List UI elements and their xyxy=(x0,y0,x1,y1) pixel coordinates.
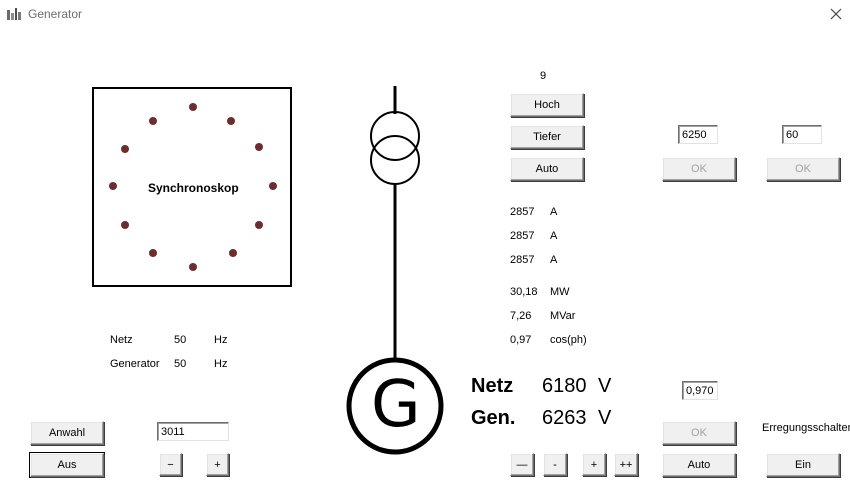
second-setpoint-input[interactable] xyxy=(782,125,822,144)
selection-plus-button[interactable]: + xyxy=(206,453,229,476)
excitation-ok-button[interactable]: OK xyxy=(662,421,736,445)
excitation-input[interactable] xyxy=(682,381,718,400)
generator-frequency-value: 50 xyxy=(174,358,187,370)
synchroscope-dot xyxy=(121,145,129,153)
synchroscope-panel xyxy=(92,87,292,287)
current-l2-value: 2857 xyxy=(510,230,535,242)
tap-auto-button[interactable]: Auto xyxy=(510,157,584,181)
excitation-auto-button[interactable]: Auto xyxy=(662,453,736,477)
synchroscope-dot xyxy=(189,103,197,111)
netz-frequency-label: Netz xyxy=(110,334,133,346)
selection-minus-button[interactable]: − xyxy=(159,453,182,476)
synchroscope-dot xyxy=(149,249,157,257)
voltage-setpoint-ok-button[interactable]: OK xyxy=(662,157,736,181)
generator-symbol: G xyxy=(371,368,421,442)
transformer-primary-winding xyxy=(370,111,420,161)
synchroscope-dot xyxy=(255,143,263,151)
selection-input[interactable] xyxy=(157,422,229,441)
power-factor-value: 0,97 xyxy=(510,334,532,346)
generator-app-icon xyxy=(7,8,21,20)
gen-voltage-value: 6263 xyxy=(542,407,587,429)
tap-position-value: 9 xyxy=(540,70,547,82)
generator-circle xyxy=(346,357,444,455)
synchroscope-dot xyxy=(189,263,197,271)
voltage-setpoint-input[interactable] xyxy=(678,125,718,144)
tiefer-button[interactable]: Tiefer xyxy=(510,125,584,149)
synchroscope-dot xyxy=(229,249,237,257)
netz-voltage-value: 6180 xyxy=(542,375,587,397)
netz-frequency-value: 50 xyxy=(174,334,187,346)
gen-voltage-label: Gen. xyxy=(471,407,516,429)
reactive-power-value: 7,26 xyxy=(510,310,532,322)
window-title: Generator xyxy=(28,7,83,21)
synchroscope-label: Synchronoskop xyxy=(148,181,239,195)
power-factor-unit: cos(ph) xyxy=(550,334,587,346)
current-l1-unit: A xyxy=(550,206,558,218)
synchroscope-dot xyxy=(255,221,263,229)
power-fast-up-button[interactable]: ++ xyxy=(614,453,638,476)
second-setpoint-ok-button[interactable]: OK xyxy=(766,157,840,181)
gen-voltage-unit: V xyxy=(598,407,612,429)
synchroscope-dot xyxy=(269,182,277,190)
synchroscope-dot xyxy=(227,117,235,125)
current-l2-unit: A xyxy=(550,230,558,242)
reactive-power-unit: MVar xyxy=(550,310,576,322)
anwahl-button[interactable]: Anwahl xyxy=(30,421,104,445)
synchroscope-dot xyxy=(121,221,129,229)
single-line-diagram xyxy=(346,86,444,455)
power-up-button[interactable]: + xyxy=(582,453,606,476)
erregungsschalter-label: Erregungsschalter xyxy=(762,422,850,434)
synchroscope-dot xyxy=(149,117,157,125)
netz-voltage-label: Netz xyxy=(471,375,514,397)
generator-frequency-label: Generator xyxy=(110,358,160,370)
synchroscope-dot xyxy=(109,182,117,190)
close-icon[interactable] xyxy=(826,4,846,24)
hoch-button[interactable]: Hoch xyxy=(510,93,584,117)
current-l1-value: 2857 xyxy=(510,206,535,218)
aus-button[interactable]: Aus xyxy=(30,453,104,477)
netz-voltage-unit: V xyxy=(598,375,612,397)
generator-frequency-unit: Hz xyxy=(214,358,228,370)
active-power-unit: MW xyxy=(550,286,570,298)
current-l3-value: 2857 xyxy=(510,254,535,266)
power-down-button[interactable]: - xyxy=(543,453,567,476)
excitation-ein-button[interactable]: Ein xyxy=(766,453,840,477)
current-l3-unit: A xyxy=(550,254,558,266)
active-power-value: 30,18 xyxy=(510,286,538,298)
netz-frequency-unit: Hz xyxy=(214,334,228,346)
title-bar xyxy=(0,0,850,28)
power-fast-down-button[interactable]: — xyxy=(510,453,534,476)
